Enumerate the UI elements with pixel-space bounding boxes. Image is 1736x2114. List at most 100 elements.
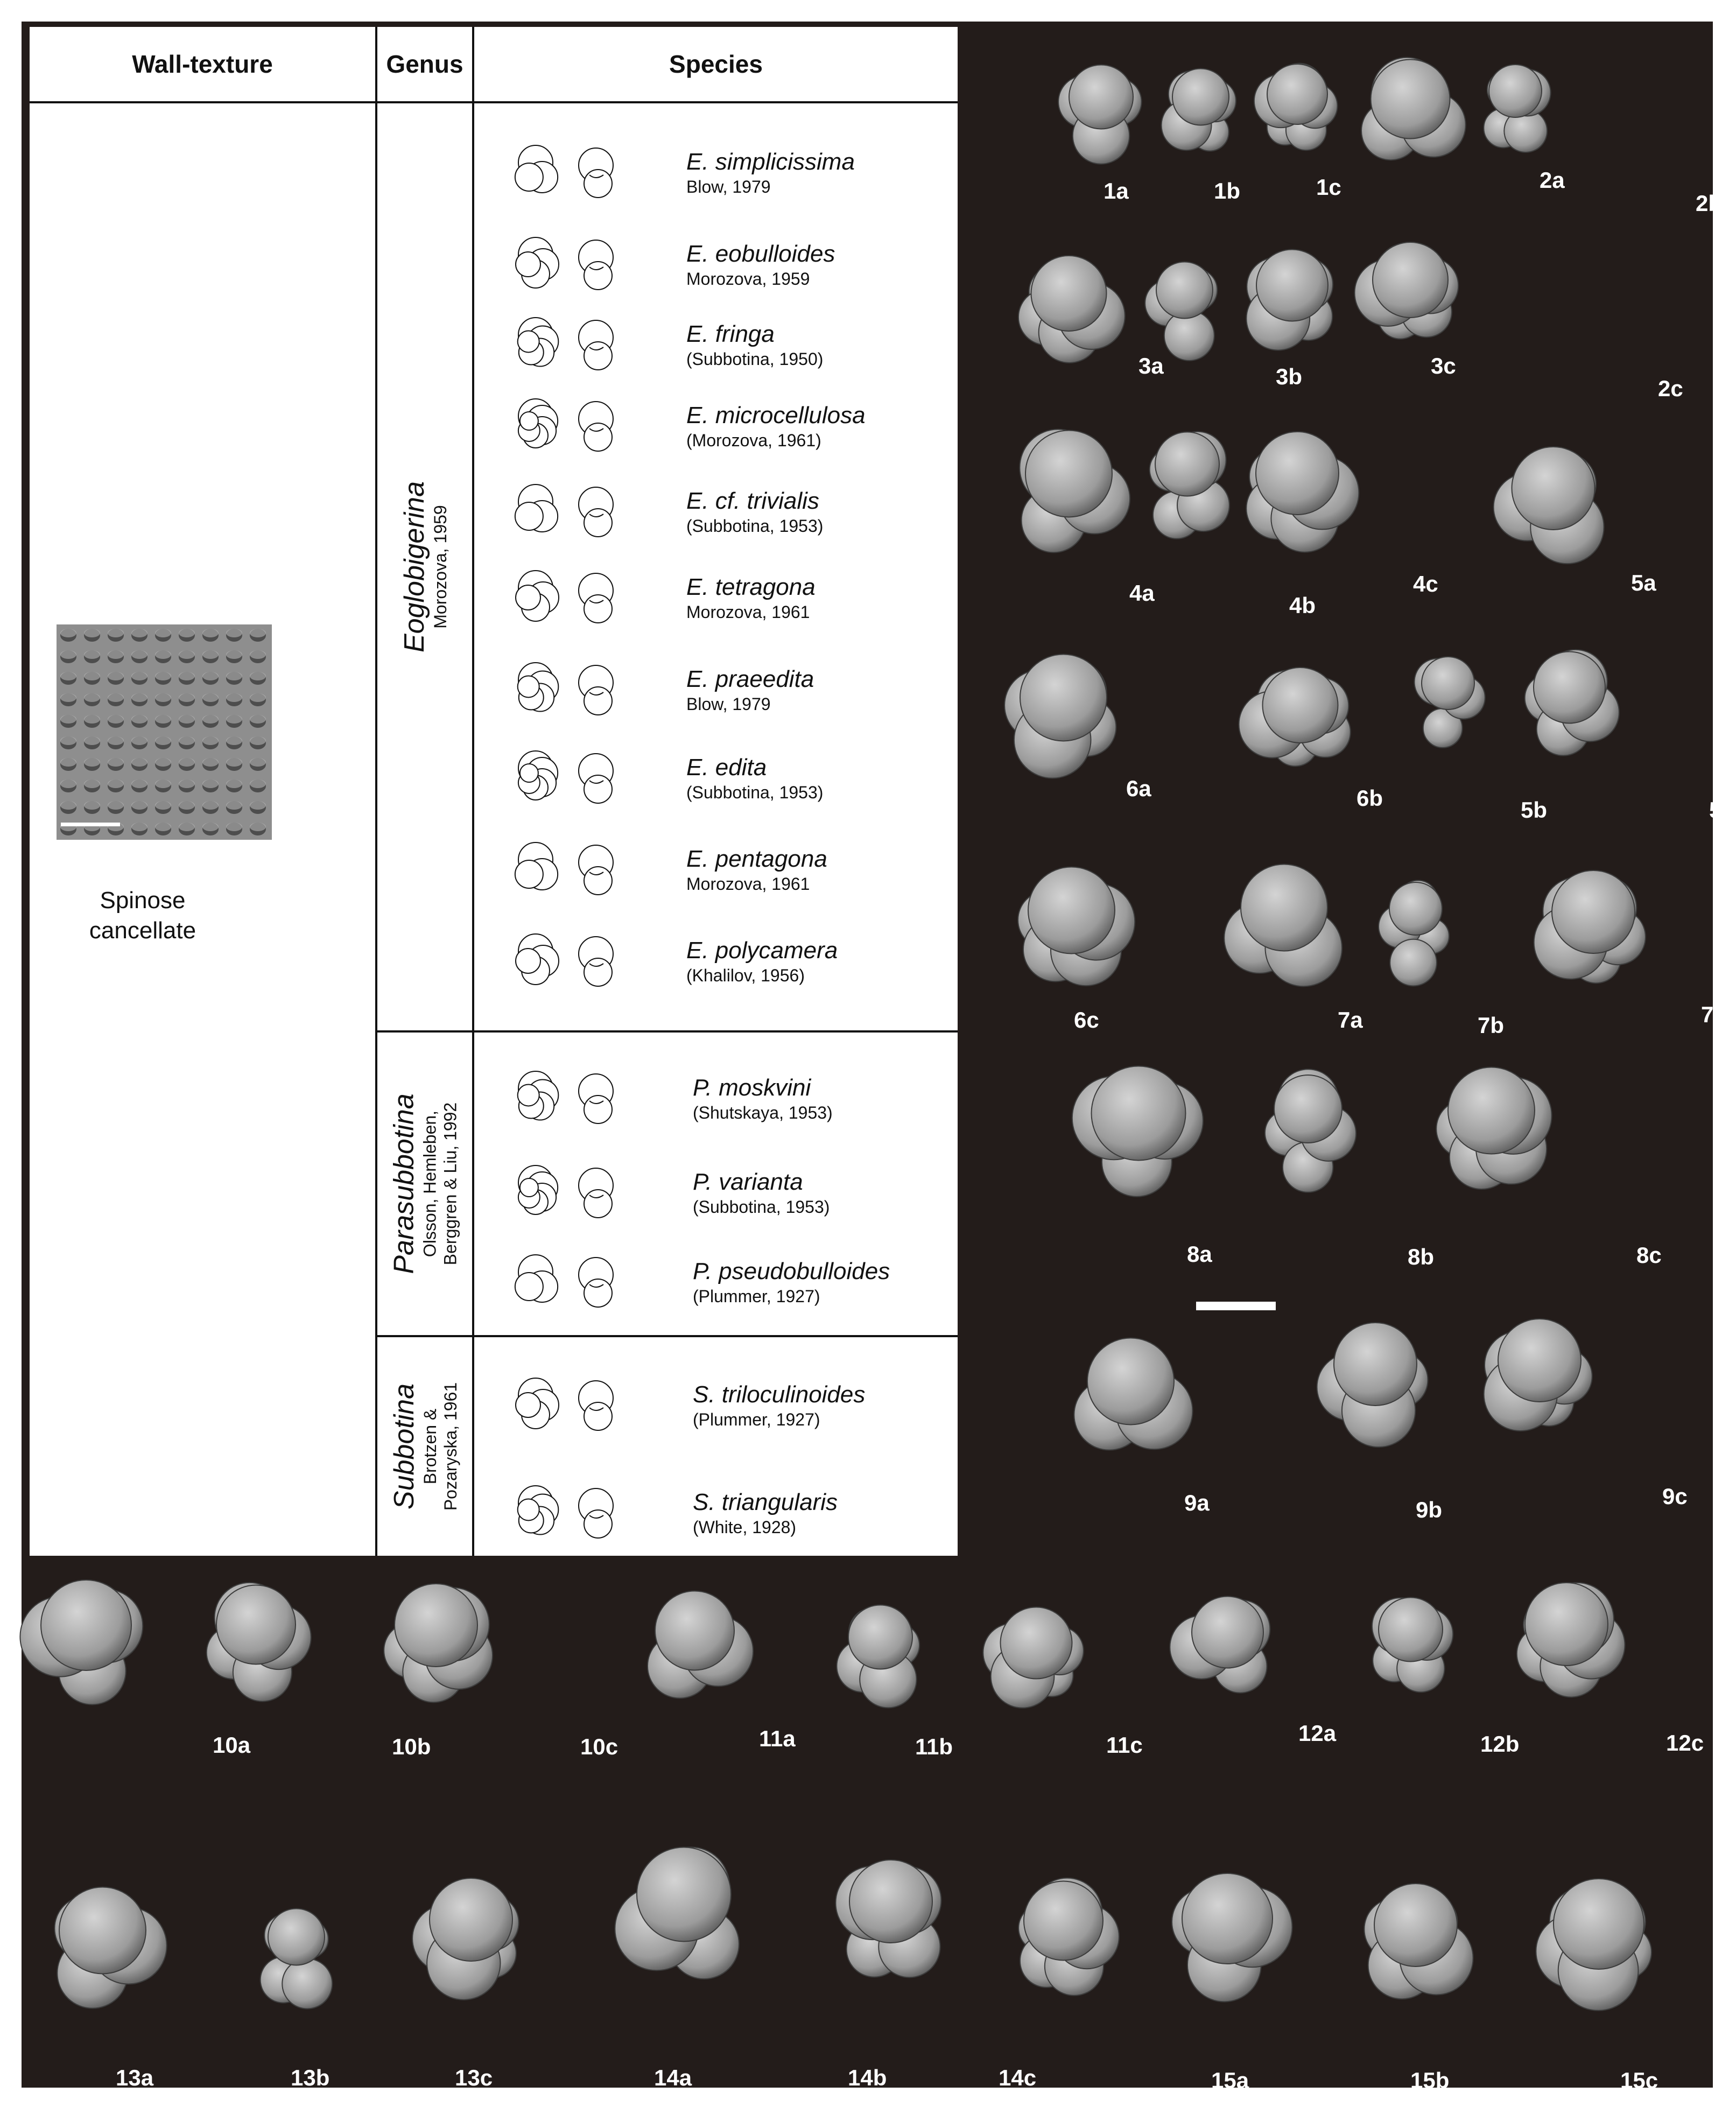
column-divider-2 (472, 27, 474, 1556)
species-author: Blow, 1979 (686, 694, 771, 714)
species-entry: P. moskvini (Shutskaya, 1953) (693, 1074, 833, 1123)
genus-author: Berggren & Liu, 1992 (441, 1102, 461, 1266)
specimen-label: 3b (1276, 364, 1303, 389)
species-entry: P. pseudobulloides(Plummer, 1927) (693, 1258, 890, 1307)
specimen-micrograph (614, 1846, 740, 1979)
specimen-micrograph (1245, 249, 1333, 351)
species-outline-sketch (515, 570, 614, 623)
species-author: Morozova, 1961 (686, 602, 810, 622)
specimen-label: 12b (1480, 1731, 1520, 1757)
specimen-micrograph (1017, 1877, 1120, 1996)
specimen-label: 9a (1184, 1490, 1210, 1515)
specimen-label: 7b (1478, 1013, 1505, 1038)
species-entry: E. cf. trivialis(Subbotina, 1953) (686, 487, 823, 537)
specimen-label: 14a (654, 2065, 692, 2090)
species-name: P. pseudobulloides (693, 1258, 890, 1284)
specimen-label: 15a (1211, 2068, 1249, 2093)
specimen-micrograph (1253, 62, 1338, 151)
specimen-label: 8c (1636, 1242, 1662, 1268)
specimen-micrograph (383, 1583, 494, 1703)
specimen-micrograph (1483, 64, 1551, 153)
specimen-micrograph (1535, 1878, 1653, 2011)
species-outline-sketch (514, 842, 614, 895)
specimen-micrograph (19, 1579, 144, 1705)
specimen-micrograph (1264, 1069, 1357, 1193)
species-author: (Subbotina, 1950) (686, 349, 824, 369)
species-entry: E. microcellulosa(Morozova, 1961) (686, 402, 866, 451)
species-outline-sketch (517, 1165, 614, 1218)
specimen-label: 8b (1408, 1244, 1435, 1269)
specimen-label: 2b (1696, 191, 1723, 216)
wall-label-line2: cancellate (89, 917, 196, 944)
specimen-micrograph (646, 1590, 754, 1699)
column-divider-1 (375, 27, 377, 1556)
genus-subbotina: Subbotina Brotzen & Pozaryska, 1961 (377, 1337, 472, 1556)
specimen-label: 12c (1666, 1730, 1704, 1755)
species-author: Morozova, 1961 (686, 874, 810, 894)
specimen-micrograph (1493, 446, 1605, 565)
specimen-micrograph (1364, 1883, 1474, 1999)
specimen-micrograph (1057, 64, 1142, 165)
specimen-micrograph (1144, 261, 1218, 361)
specimen-micrograph (1171, 1873, 1293, 2003)
specimen-micrograph (1169, 1596, 1270, 1694)
specimen-label: 5c (1709, 797, 1734, 823)
specimen-label: 11b (915, 1734, 953, 1759)
plate-scale-bar (1196, 1302, 1276, 1310)
species-outline-sketch (514, 1254, 614, 1308)
specimen-micrograph (1371, 1597, 1453, 1693)
specimen-label: 7a (1338, 1007, 1363, 1033)
species-name: P. varianta (693, 1169, 803, 1195)
specimen-micrograph (835, 1604, 920, 1708)
species-outline-sketch (517, 1485, 614, 1539)
species-author: (Subbotina, 1953) (686, 783, 824, 802)
species-entry: E. edita (Subbotina, 1953) (686, 754, 823, 803)
specimen-label: 6c (1074, 1007, 1099, 1033)
specimen-label: 14c (999, 2065, 1037, 2090)
genus-name: Parasubbotina (389, 1093, 420, 1274)
classification-table: Wall-texture Genus Species Spinose cance… (30, 27, 958, 1556)
species-name: S. triangularis (693, 1489, 838, 1515)
specimen-micrograph (1238, 667, 1351, 767)
specimen-micrograph (412, 1877, 519, 2000)
species-name: E. edita (686, 754, 767, 781)
header-genus: Genus (386, 50, 463, 78)
specimen-label: 5b (1521, 797, 1548, 823)
specimen-micrograph (1223, 863, 1343, 987)
specimen-label: 10a (213, 1732, 251, 1758)
specimen-micrograph (1378, 880, 1450, 987)
species-author: (Shutskaya, 1953) (693, 1103, 833, 1122)
species-outline-sketch (517, 1071, 614, 1124)
header-divider (30, 101, 958, 103)
specimen-micrograph (1361, 57, 1466, 160)
specimen-micrograph (1071, 1065, 1204, 1197)
species-name: E. fringa (686, 321, 775, 347)
species-name: P. moskvini (693, 1074, 811, 1101)
header-wall-texture: Wall-texture (132, 50, 273, 78)
species-entry: E. polycamera(Khalilov, 1956) (686, 937, 838, 986)
specimen-micrograph (1483, 1318, 1593, 1432)
specimen-micrograph (1017, 866, 1135, 986)
specimen-micrograph (1018, 429, 1130, 553)
specimen-label: 4a (1129, 580, 1155, 606)
specimen-label: 14b (848, 2065, 887, 2090)
specimen-label: 15b (1410, 2068, 1450, 2093)
specimen-micrograph (1533, 870, 1646, 984)
specimen-label: 4b (1289, 593, 1316, 618)
wall-label-line1: Spinose (100, 887, 186, 914)
species-entry: E. fringa(Subbotina, 1950) (686, 320, 823, 370)
species-outline-sketch (517, 750, 614, 804)
species-author: Blow, 1979 (686, 177, 771, 196)
species-author: (Morozova, 1961) (686, 431, 821, 450)
specimen-micrograph (1160, 68, 1236, 152)
species-author: (Subbotina, 1953) (686, 516, 824, 536)
species-outline-sketch (517, 317, 614, 370)
specimen-label: 8a (1187, 1241, 1212, 1267)
species-name: E. simplicissima (686, 149, 855, 175)
specimen-label: 13b (291, 2065, 330, 2090)
species-author: (Subbotina, 1953) (693, 1197, 830, 1217)
specimen-micrograph (1414, 656, 1486, 748)
